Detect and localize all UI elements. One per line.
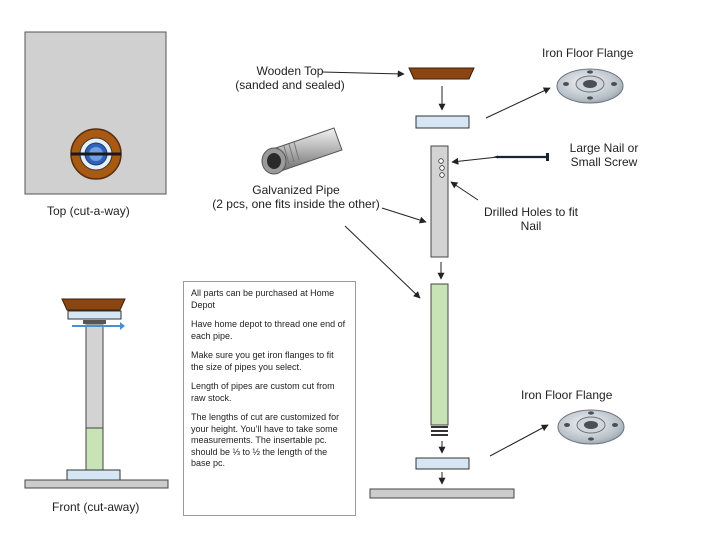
holes-label-line1: Drilled Holes to fit bbox=[483, 205, 579, 219]
nail-label-line2: Small Screw bbox=[570, 155, 638, 169]
note-item: Length of pipes are custom cut from raw … bbox=[191, 381, 335, 403]
note-item: Make sure you get iron flanges to fit th… bbox=[191, 350, 334, 372]
note-item: The lengths of cut are customized for yo… bbox=[191, 412, 340, 468]
notes-box: All parts can be purchased at Home Depot… bbox=[183, 281, 356, 516]
note-item: Have home depot to thread one end of eac… bbox=[191, 319, 346, 341]
pipe-label-line1: Galvanized Pipe bbox=[252, 183, 340, 197]
nail-label-line1: Large Nail or bbox=[569, 141, 639, 155]
wooden-top-label: Wooden Top (sanded and sealed) bbox=[228, 64, 352, 92]
pipe-label-line2: (2 pcs, one fits inside the other) bbox=[212, 197, 380, 211]
top-view bbox=[24, 31, 167, 195]
flange-top-label: Iron Floor Flange bbox=[542, 46, 634, 60]
arrows bbox=[321, 70, 551, 485]
nail-label: Large Nail or Small Screw bbox=[560, 141, 648, 169]
front-view bbox=[24, 298, 169, 489]
iron-floor-flange-icon bbox=[556, 68, 624, 104]
wooden-top-label-line1: Wooden Top bbox=[256, 64, 324, 78]
holes-label-line2: Nail bbox=[520, 219, 542, 233]
flange-bottom-label: Iron Floor Flange bbox=[521, 388, 613, 402]
pipe-label: Galvanized Pipe (2 pcs, one fits inside … bbox=[208, 183, 384, 211]
top-view-label: Top (cut-a-way) bbox=[47, 204, 130, 218]
galvanized-pipe-icon bbox=[261, 127, 343, 175]
note-item: All parts can be purchased at Home Depot bbox=[191, 288, 335, 310]
front-view-label: Front (cut-away) bbox=[52, 500, 140, 514]
holes-label: Drilled Holes to fit Nail bbox=[472, 205, 590, 233]
exploded-view bbox=[369, 67, 549, 499]
wooden-top-label-line2: (sanded and sealed) bbox=[235, 78, 345, 92]
iron-floor-flange-bottom-icon bbox=[557, 409, 625, 445]
